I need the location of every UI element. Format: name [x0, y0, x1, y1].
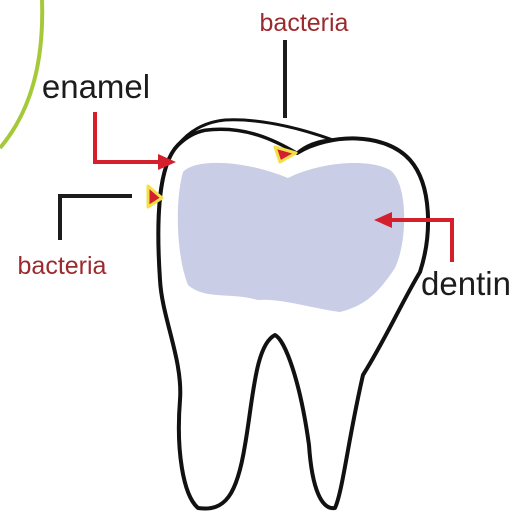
dentin-region — [178, 163, 404, 312]
dentin-label: dentin — [421, 265, 511, 302]
enamel-label: enamel — [42, 68, 150, 105]
bacteria-left-leader — [60, 196, 132, 240]
enamel-arrow-line — [95, 112, 160, 162]
corner-curve — [0, 0, 42, 148]
bacteria-top-label: bacteria — [260, 9, 349, 37]
bacteria-left-label: bacteria — [18, 252, 107, 280]
